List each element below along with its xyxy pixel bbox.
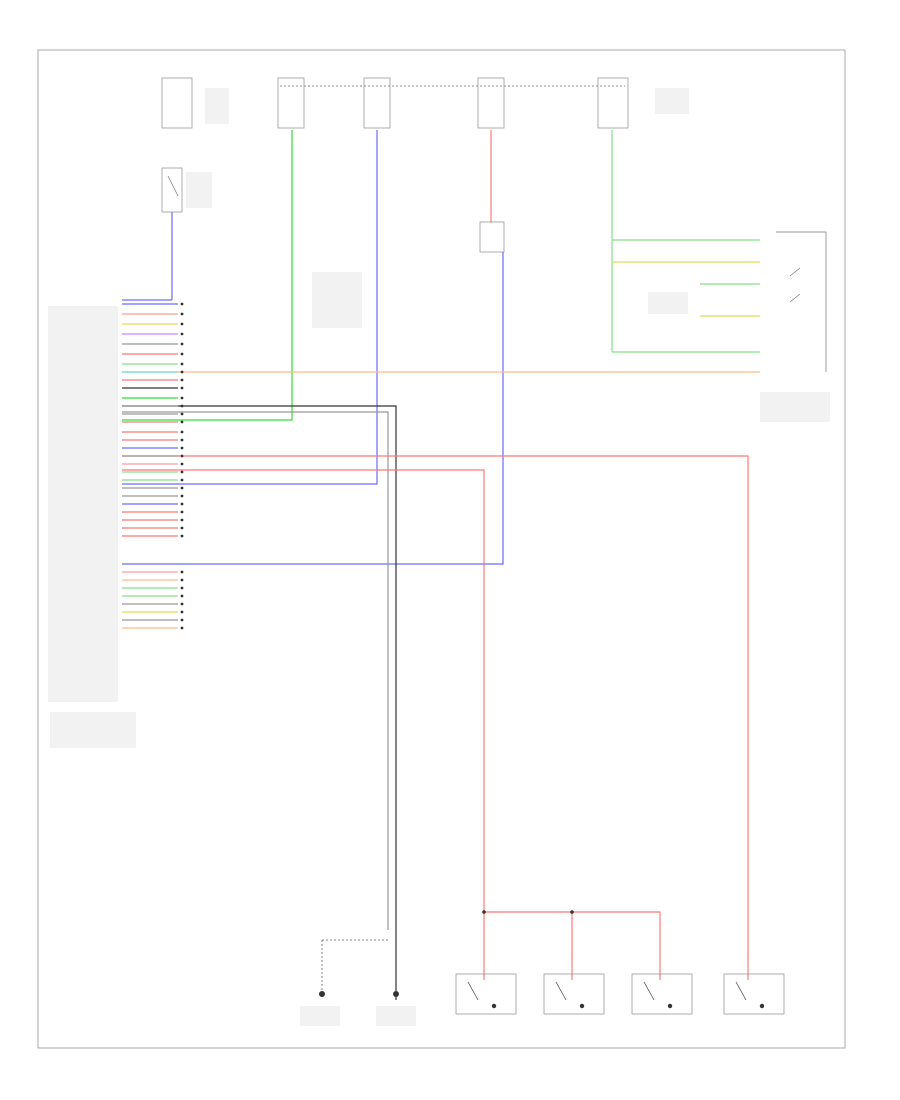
connector-dot-icon (180, 454, 184, 458)
connector-dot-icon (180, 486, 184, 490)
connector-dot-icon (180, 438, 184, 442)
connector-dot-icon (180, 332, 184, 336)
connector-dot-icon (180, 404, 184, 408)
connector-dot-icon (180, 430, 184, 434)
ground-right (376, 991, 416, 1026)
connector-label-box (648, 292, 688, 314)
connector-dot-icon (180, 610, 184, 614)
fuse-panel-top (161, 77, 689, 129)
wire-red-mid (122, 469, 485, 980)
fuse-label-1 (205, 88, 229, 124)
fuse-box-1 (161, 77, 193, 129)
connector-dot-icon (180, 594, 184, 598)
wire-blue-right (122, 252, 504, 565)
switch-icon (467, 981, 479, 1001)
ground-left (300, 991, 340, 1026)
ground-icon (393, 991, 399, 997)
wire-gray-ground (122, 411, 389, 930)
connector-dot-icon (180, 362, 184, 366)
wire-green (122, 130, 293, 421)
connector-dot-icon (180, 370, 184, 374)
connector-dot-icon (180, 502, 184, 506)
connector-dot-icon (180, 526, 184, 530)
connector-dot-icon (180, 386, 184, 390)
connector-dot-icon (180, 446, 184, 450)
ground-icon (579, 1003, 585, 1009)
connector-dot-icon (180, 396, 184, 400)
fuse-box-4 (477, 77, 505, 129)
door-switch-box (543, 973, 605, 1015)
door-switches (455, 973, 785, 1015)
diagram-frame (37, 49, 846, 1049)
ground-icon (667, 1003, 673, 1009)
switch-box (161, 167, 183, 213)
center-note-box (312, 272, 362, 328)
connector-housing (776, 231, 827, 372)
ground-icon (319, 991, 325, 997)
connector-dot-icon (180, 534, 184, 538)
switch-icon (789, 267, 801, 277)
connector-dot-icon (180, 518, 184, 522)
connector-dot-icon (180, 510, 184, 514)
splice-dot-icon (482, 910, 486, 914)
upper-switch (161, 167, 212, 213)
door-switch-box (455, 973, 517, 1015)
fuse-box-2 (277, 77, 305, 129)
splice-dot-icon (570, 910, 574, 914)
right-connector (612, 231, 830, 422)
connector-dot-icon (180, 412, 184, 416)
fuse-box-5 (597, 77, 629, 129)
module-pin-names-box (48, 306, 118, 702)
connector-dot-icon (180, 478, 184, 482)
connector-dot-icon (180, 470, 184, 474)
connector-dot-icon (180, 626, 184, 630)
door-switch-box (631, 973, 693, 1015)
connector-dot-icon (180, 322, 184, 326)
switch-icon (555, 981, 567, 1001)
fuse-box-3 (363, 77, 391, 129)
fuse-label-5 (655, 88, 689, 114)
wire-red-branch (484, 911, 661, 980)
switch-icon (167, 175, 179, 197)
module-pin-rows (122, 302, 184, 630)
ground-right-label (376, 1006, 416, 1026)
connector-dot-icon (180, 302, 184, 306)
wire-blue-mid (122, 130, 378, 485)
connector-dot-icon (180, 602, 184, 606)
connector-dot-icon (180, 618, 184, 622)
relay-box (479, 221, 505, 253)
switch-label (186, 172, 212, 208)
switch-icon (789, 293, 801, 303)
wire-black-ground (122, 405, 397, 1000)
connector-dot-icon (180, 312, 184, 316)
connector-dot-icon (180, 494, 184, 498)
connector-dot-icon (180, 462, 184, 466)
switch-icon (735, 981, 747, 1001)
connector-dot-icon (180, 420, 184, 424)
ground-icon (491, 1003, 497, 1009)
connector-dot-icon (180, 378, 184, 382)
connector-dot-icon (180, 570, 184, 574)
switch-icon (643, 981, 655, 1001)
connector-dot-icon (180, 586, 184, 590)
door-switch-box (723, 973, 785, 1015)
connector-dot-icon (180, 352, 184, 356)
connector-dot-icon (180, 342, 184, 346)
connector-dot-icon (180, 578, 184, 582)
wire-red-right (122, 455, 749, 980)
ground-icon (759, 1003, 765, 1009)
ground-left-label (300, 1006, 340, 1026)
right-connector-label (760, 392, 830, 422)
module-label-box (50, 712, 136, 748)
